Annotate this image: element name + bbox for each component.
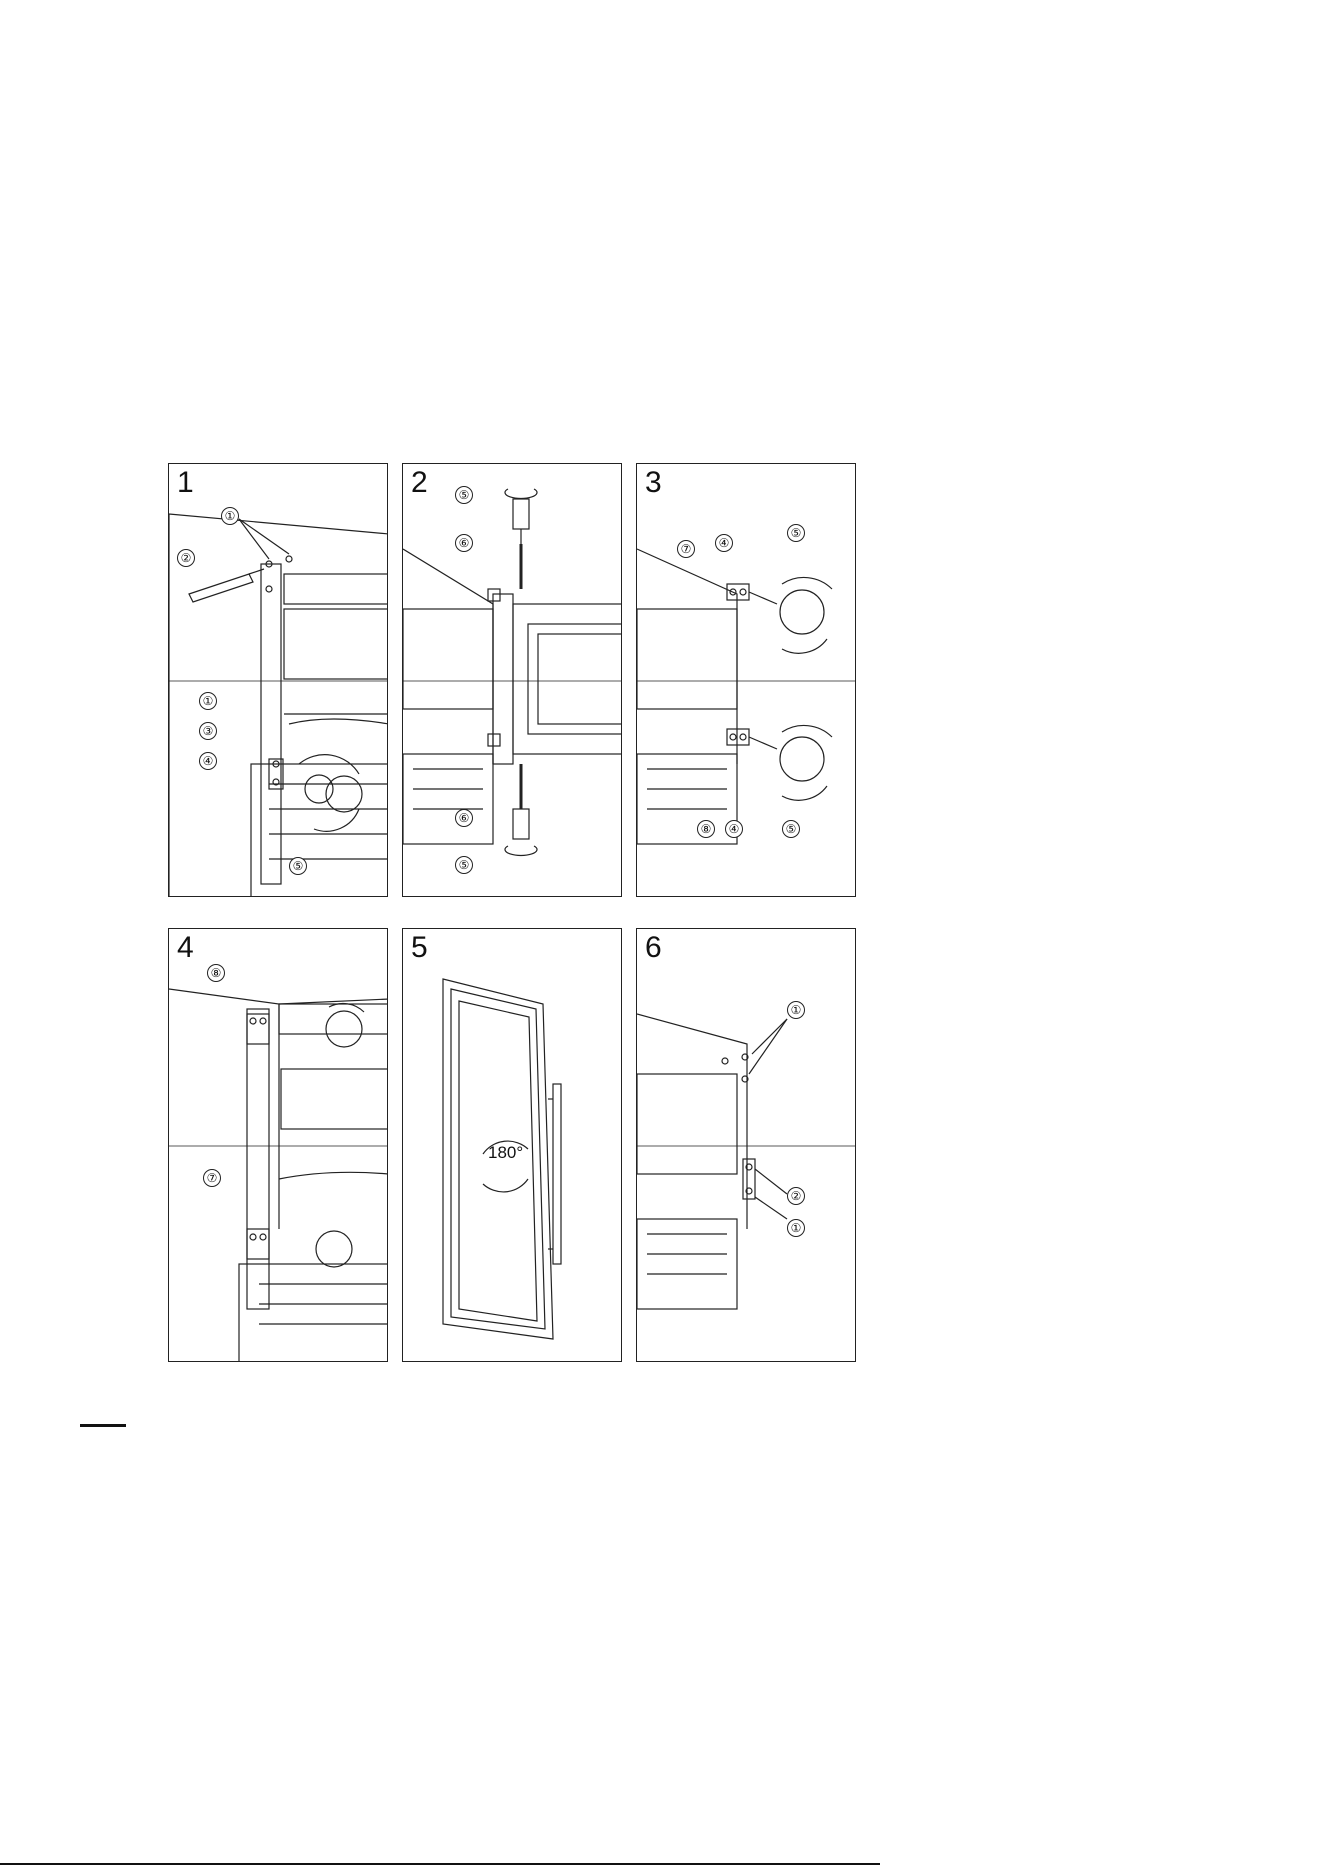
- callout: ⑤: [787, 524, 805, 542]
- step-number: 1: [177, 467, 194, 499]
- step-4-drawing: [169, 929, 388, 1362]
- callout: ①: [787, 1001, 805, 1019]
- step-3-drawing: [637, 464, 856, 897]
- callout: ⑤: [455, 486, 473, 504]
- callout: ①: [221, 507, 239, 525]
- step-number: 6: [645, 932, 662, 964]
- step-2-panel: 2 ⑤ ⑥ ⑥ ⑤: [402, 463, 622, 897]
- callout: ③: [199, 722, 217, 740]
- callout: ⑧: [207, 964, 225, 982]
- callout: ①: [199, 692, 217, 710]
- callout: ⑦: [677, 540, 695, 558]
- callout: ⑥: [455, 534, 473, 552]
- callout: ⑤: [289, 857, 307, 875]
- callout: ④: [715, 534, 733, 552]
- step-6-panel: 6 ① ② ①: [636, 928, 856, 1362]
- rotation-label: 180°: [488, 1143, 523, 1163]
- callout: ④: [725, 820, 743, 838]
- footer-rule: [0, 1863, 880, 1865]
- callout: ⑧: [697, 820, 715, 838]
- step-number: 3: [645, 467, 662, 499]
- step-6-drawing: [637, 929, 856, 1362]
- callout: ⑤: [455, 856, 473, 874]
- callout: ④: [199, 752, 217, 770]
- step-3-panel: 3 ⑦ ④ ⑤ ⑧ ④ ⑤: [636, 463, 856, 897]
- step-5-panel: 5 180°: [402, 928, 622, 1362]
- callout: ①: [787, 1219, 805, 1237]
- step-1-panel: 1 ① ② ① ③ ④ ⑤: [168, 463, 388, 897]
- callout: ②: [787, 1187, 805, 1205]
- step-2-drawing: [403, 464, 622, 897]
- step-number: 2: [411, 467, 428, 499]
- step-4-panel: 4 ⑧ ⑦: [168, 928, 388, 1362]
- step-number: 5: [411, 932, 428, 964]
- callout: ⑦: [203, 1169, 221, 1187]
- callout: ⑥: [455, 809, 473, 827]
- section-rule: [80, 1424, 126, 1427]
- callout: ⑤: [782, 820, 800, 838]
- callout: ②: [177, 549, 195, 567]
- step-number: 4: [177, 932, 194, 964]
- step-1-drawing: [169, 464, 388, 897]
